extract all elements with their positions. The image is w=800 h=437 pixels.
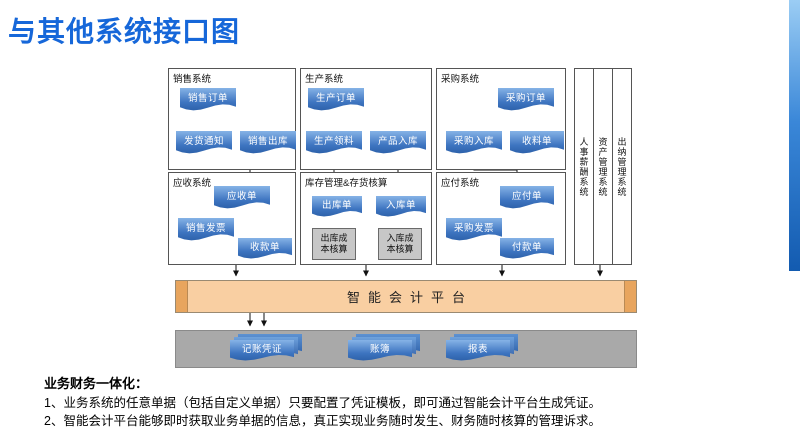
group-inventory-label: 库存管理&存货核算 bbox=[305, 178, 388, 189]
output-books-stack: 账簿 bbox=[348, 334, 420, 364]
output-reports-stack: 报表 bbox=[446, 334, 518, 364]
platform-bar: 智能会计平台 bbox=[175, 280, 637, 313]
notes-line-2: 2、智能会计平台能够即时获取业务单据的信息，真正实现业务随时发生、财务随时核算的… bbox=[44, 414, 601, 428]
output-voucher-label: 记账凭证 bbox=[230, 340, 294, 361]
group-payable-label: 应付系统 bbox=[441, 178, 480, 189]
notes: 业务财务一体化： 1、业务系统的任意单据（包括自定义单据）只要配置了凭证模板，即… bbox=[44, 373, 792, 430]
group-sales-label: 销售系统 bbox=[173, 74, 212, 85]
group-purchase-system: 采购系统 bbox=[436, 68, 566, 170]
system-cashier-management: 出纳管理系统 bbox=[612, 68, 632, 265]
group-receivable-label: 应收系统 bbox=[173, 178, 212, 189]
notes-heading: 业务财务一体化： bbox=[44, 376, 149, 391]
group-production-system: 生产系统 bbox=[300, 68, 432, 170]
box-inbound-cost-accounting: 入库成本核算 bbox=[378, 228, 422, 260]
output-voucher-stack: 记账凭证 bbox=[230, 334, 302, 364]
notes-line-1: 1、业务系统的任意单据（包括自定义单据）只要配置了凭证模板，即可通过智能会计平台… bbox=[44, 396, 601, 410]
group-production-label: 生产系统 bbox=[305, 74, 344, 85]
box-outbound-cost-accounting: 出库成本核算 bbox=[312, 228, 356, 260]
output-books-label: 账簿 bbox=[348, 340, 412, 361]
output-reports-label: 报表 bbox=[446, 340, 510, 361]
system-hr-payroll-label: 人事薪酬系统 bbox=[578, 136, 589, 197]
system-cashier-management-label: 出纳管理系统 bbox=[616, 136, 627, 197]
platform-left-cap bbox=[176, 281, 188, 312]
system-asset-management-label: 资产管理系统 bbox=[597, 136, 608, 197]
page-title: 与其他系统接口图 bbox=[8, 16, 241, 47]
platform-right-cap bbox=[624, 281, 636, 312]
platform-label: 智能会计平台 bbox=[346, 290, 473, 305]
right-accent-bar bbox=[789, 0, 800, 271]
group-purchase-label: 采购系统 bbox=[441, 74, 480, 85]
system-asset-management: 资产管理系统 bbox=[593, 68, 613, 265]
group-sales-system: 销售系统 bbox=[168, 68, 296, 170]
system-hr-payroll: 人事薪酬系统 bbox=[574, 68, 594, 265]
